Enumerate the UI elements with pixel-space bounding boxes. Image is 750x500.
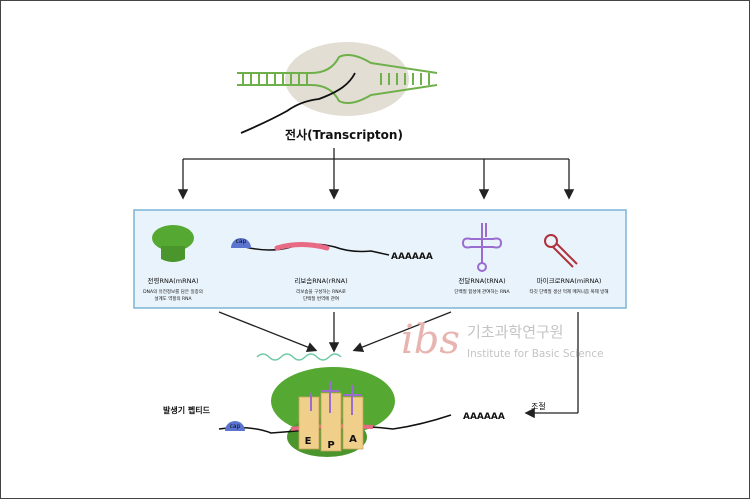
- nascent-peptide-chain: [256, 353, 342, 361]
- rrna-name: 리보솜RNA(rRNA): [294, 276, 347, 285]
- mirna-name: 마이크로RNA(miRNA): [537, 276, 602, 285]
- bound-trna-icons: [310, 381, 361, 415]
- translation-cap-label: cap: [230, 423, 241, 430]
- regulation-label: 조절: [531, 402, 546, 411]
- peptide-label: 발생기 펩티드: [163, 405, 211, 415]
- mrna-desc-2: 설계도 역할의 RNA: [154, 295, 192, 302]
- dna-transcription-bubble: [237, 42, 438, 134]
- trna-name: 전달RNA(tRNA): [458, 276, 505, 285]
- ribosome-icon: [152, 225, 194, 262]
- rna-transcript-strand: [240, 72, 356, 134]
- logo-mark: ibs: [401, 317, 460, 363]
- translation-polya-tail: AAAAAA: [463, 412, 505, 422]
- transcription-label: 전사(Transcripton): [285, 127, 403, 142]
- ibs-logo: ibs 기초과학연구원 Institute for Basic Science: [401, 317, 604, 363]
- mirna-icon: [544, 234, 578, 268]
- translation-ribosome: [218, 367, 452, 457]
- trna-icon: [461, 223, 503, 272]
- rrna-desc-1: 리보솜을 구성하는 RNA로: [296, 288, 346, 295]
- polya-tail: AAAAAA: [391, 252, 433, 262]
- e-site: [298, 396, 320, 450]
- cap-icon: [231, 238, 251, 248]
- cap-label: cap: [236, 238, 247, 245]
- mrna-strand: [231, 238, 390, 256]
- branch-arrows: [177, 148, 575, 200]
- logo-name-en: Institute for Basic Science: [467, 348, 604, 360]
- converging-arrows: [218, 311, 579, 419]
- cap-icon: [225, 421, 245, 431]
- mrna-desc-1: DNA의 유전정보를 담은 일종의: [143, 288, 203, 295]
- trna-desc-1: 단백질 합성에 관여하는 RNA: [454, 288, 510, 295]
- mrna-name: 전령RNA(mRNA): [147, 276, 198, 285]
- mirna-desc-1: 타깃 단백질 생산 억제 메커니즘 복제 방해: [530, 288, 609, 295]
- site-p-label: P: [327, 440, 334, 451]
- rrna-desc-2: 단백질 번역에 관여: [303, 295, 339, 302]
- rna-types-panel: [133, 209, 627, 309]
- site-e-label: E: [305, 436, 312, 447]
- logo-name-ko: 기초과학연구원: [467, 323, 564, 341]
- site-a-label: A: [349, 434, 357, 445]
